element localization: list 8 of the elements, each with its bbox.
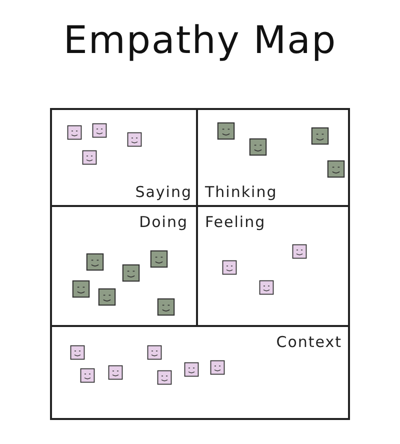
quadrant-label: Context <box>276 333 342 351</box>
map-quadrant <box>52 110 198 207</box>
quadrant-label: Saying <box>135 183 192 201</box>
quadrant-label: Thinking <box>205 183 278 201</box>
quadrant-label: Feeling <box>205 213 266 231</box>
map-quadrant <box>52 207 198 327</box>
title: Empathy Map <box>62 18 338 62</box>
quadrant-label: Doing <box>139 213 188 231</box>
